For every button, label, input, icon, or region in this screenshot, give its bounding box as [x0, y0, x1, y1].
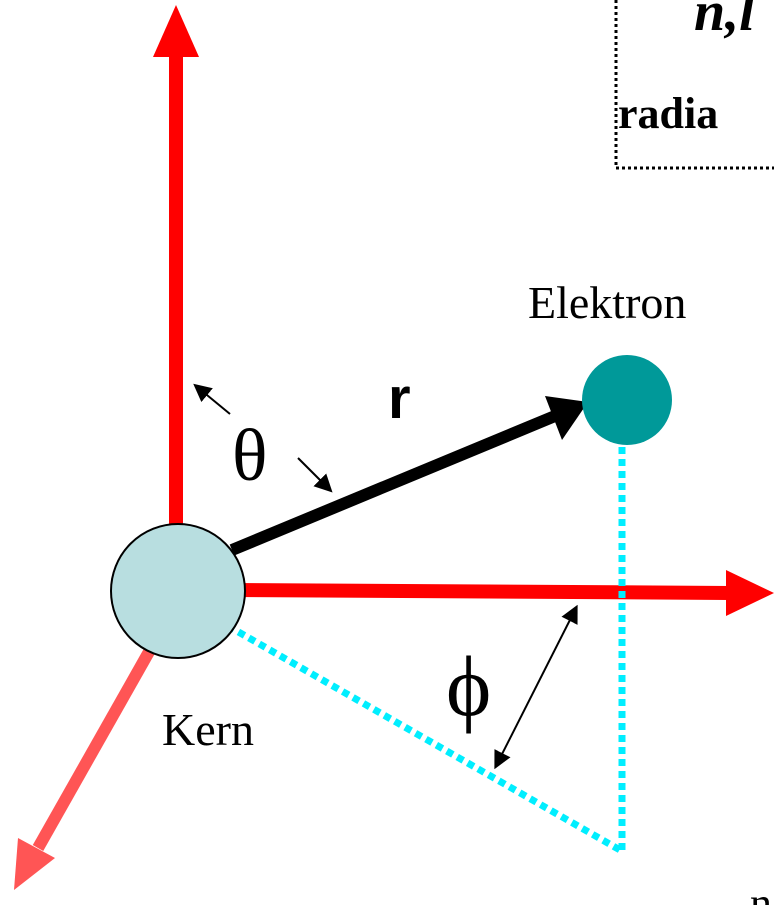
- theta-angle-label: θ: [232, 415, 267, 497]
- box-quantum-numbers-text: n,l: [694, 0, 755, 43]
- theta-arrow-upper: [193, 383, 231, 415]
- electron-label: Elektron: [528, 277, 686, 328]
- ground-projection-line: [226, 622, 622, 854]
- partial-info-box: n,l radia: [614, 0, 774, 170]
- radius-vector: [229, 396, 588, 556]
- nucleus-circle: [110, 523, 246, 659]
- radius-vector-arrowhead: [545, 396, 588, 440]
- radius-vector-label: r: [388, 366, 411, 431]
- x-axis-arrowhead: [726, 570, 774, 616]
- z-axis-arrowhead: [153, 5, 199, 57]
- box-radial-text: radia: [618, 89, 718, 138]
- phi-arrow: [494, 604, 578, 770]
- phi-angle-label: ϕ: [446, 638, 491, 734]
- y-axis-arrowhead: [14, 838, 55, 890]
- z-axis: [153, 5, 199, 530]
- electron-circle: [582, 355, 672, 445]
- nucleus-label: Kern: [162, 704, 254, 755]
- theta-arrow-lower: [297, 457, 333, 493]
- projection-lines: [226, 447, 626, 854]
- x-axis: [229, 570, 774, 616]
- bottom-partial-text: n: [750, 879, 772, 905]
- y-axis: [14, 647, 156, 890]
